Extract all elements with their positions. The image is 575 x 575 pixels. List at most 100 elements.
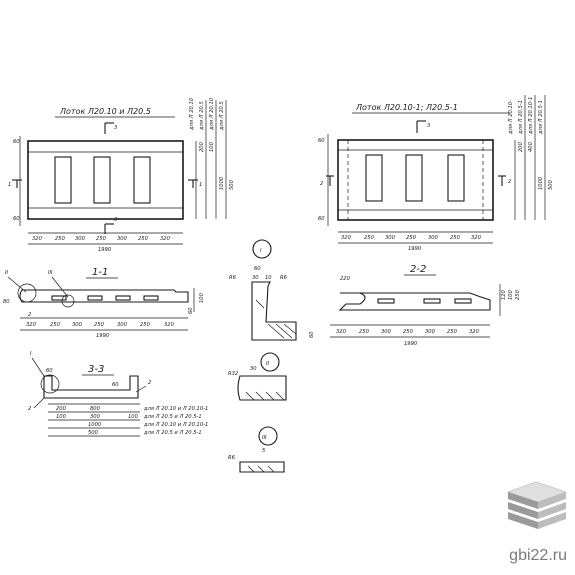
dim-top: 60 [46, 368, 53, 374]
leader-line [51, 276, 69, 298]
section-mark: 2 [28, 406, 31, 412]
dim-label: для Л 20.5 [199, 101, 205, 131]
roman-mark: I [30, 351, 32, 357]
dim-right: 500 [229, 179, 235, 190]
dim-value: 320 [26, 322, 37, 328]
roman-mark: III [48, 270, 53, 276]
detail-marker [252, 239, 272, 259]
roman-mark: II [5, 270, 9, 276]
dim-right: 200 [518, 141, 524, 152]
dim-right: 250 [515, 289, 521, 300]
section-3-label: 3 [114, 217, 117, 223]
opening [447, 154, 465, 202]
opening [133, 156, 151, 204]
detail-III: III R6 5 [228, 426, 285, 473]
tray-outline [27, 140, 184, 220]
dim-value: 320 [469, 329, 480, 335]
hatching [255, 299, 297, 339]
leader-line [135, 385, 147, 393]
dim-value: 60 [309, 331, 315, 338]
dim-value: 250 [447, 329, 458, 335]
dim-value: 300 [75, 236, 86, 242]
dim-value: 250 [450, 235, 461, 241]
detail-profile [239, 461, 285, 473]
dim-left: 60 [13, 216, 20, 222]
opening-cut [143, 295, 159, 301]
dim-value: 300 [385, 235, 396, 241]
section-title: 2-2 [410, 264, 426, 275]
dim-right: 400 [528, 141, 534, 152]
dim-value: 320 [341, 235, 352, 241]
dim-label: для Л 20.10 [189, 97, 195, 131]
dim-chain-bottom: 320 250 300 250 300 250 320 [341, 235, 482, 241]
dim-right: 100 [508, 289, 514, 300]
dim-value: 500 [88, 430, 99, 436]
dim-left: 60 [318, 216, 325, 222]
dim-value: 250 [406, 235, 417, 241]
opening-cut [454, 298, 472, 304]
leader-line [31, 357, 45, 377]
dim-value: 250 [403, 329, 414, 335]
dim-value: 1000 [88, 422, 102, 428]
tray-outline [337, 139, 494, 221]
opening [93, 156, 111, 204]
dim-value: 60 [254, 266, 261, 272]
dim-left: 80 [3, 299, 10, 305]
detail-circle [61, 294, 75, 308]
opening [405, 154, 423, 202]
dim-left: 60 [13, 139, 20, 145]
dim-value: 250 [55, 236, 66, 242]
dim-left: 60 [318, 138, 325, 144]
dim-table: 200 800 для Л 20.10 и Л 20.10-1 100 300 … [48, 403, 208, 437]
dim-label: для Л 20.10- [508, 100, 514, 135]
detail-circle [17, 283, 37, 303]
dim-value: 320 [32, 236, 43, 242]
dim-value: 250 [94, 322, 105, 328]
detail-marker [260, 352, 280, 372]
detail-II: II R32 30 [228, 352, 287, 401]
dim-value: 10 [265, 275, 272, 281]
section-3-label: 3 [427, 123, 430, 129]
section-title: 1-1 [92, 267, 108, 278]
dim-value: 100 [56, 414, 67, 420]
dim-value: 320 [160, 236, 171, 242]
dim-total: 1990 [96, 333, 110, 339]
dim-total: 1990 [404, 341, 418, 347]
dim-value: R6 [229, 275, 237, 281]
dim-row-label: для Л 20.5 и Л 20.5-1 [143, 414, 202, 420]
section-2-label: 2 [320, 181, 323, 187]
section-body [338, 292, 491, 311]
dim-value: 250 [364, 235, 375, 241]
dim-value: 300 [72, 322, 83, 328]
dim-top: 60 [112, 382, 119, 388]
dim-total: 1990 [408, 246, 422, 252]
dim-right: 120 [501, 289, 507, 300]
dim-value: 250 [138, 236, 149, 242]
dim-value: 300 [381, 329, 392, 335]
plan-left: Лоток Л20.10 и Л20.5 3 3 1 1 60 60 320 [8, 97, 235, 253]
site-logo [507, 481, 567, 529]
section-body [43, 375, 139, 399]
section-3-label: 3 [114, 125, 117, 131]
dim-row-label: для Л 20.10 и Л 20.10-1 [143, 422, 208, 428]
dim-value: 320 [336, 329, 347, 335]
opening-cut [115, 295, 131, 301]
dim-value: R32 [228, 371, 238, 377]
opening-cut [51, 295, 67, 301]
dim-total: 1990 [98, 247, 112, 253]
dim-chain: 320 250 300 250 300 250 320 [26, 322, 175, 328]
dim-value: 320 [471, 235, 482, 241]
section-mark: 2 [148, 380, 151, 386]
opening-cut [377, 298, 395, 304]
detail-profile [237, 375, 287, 401]
leader-line [33, 397, 45, 409]
hatching [245, 391, 285, 401]
section-body [19, 289, 189, 303]
dim-value: R6 [228, 455, 236, 461]
dim-row-label: для Л 20.10 и Л 20.10-1 [143, 406, 208, 412]
detail-marker [258, 426, 278, 446]
hatching [247, 465, 275, 473]
section-1-label: 1 [199, 182, 202, 188]
dim-value: 100 [128, 414, 139, 420]
dim-label: для Л 20.5-1 [538, 100, 544, 135]
